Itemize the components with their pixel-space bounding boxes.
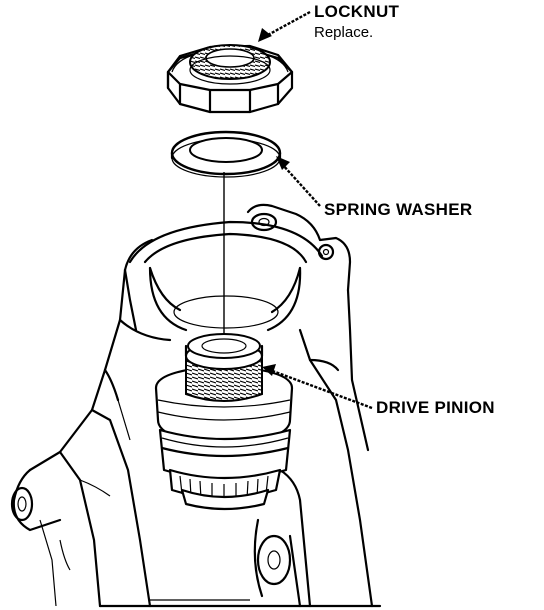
spring-washer-arrow <box>276 156 321 207</box>
drive-pinion-label: DRIVE PINION <box>376 398 495 417</box>
transmission-housing <box>10 203 382 608</box>
locknut-label: LOCKNUT <box>314 2 400 21</box>
locknut-part <box>166 44 294 114</box>
spring-washer-part <box>170 130 282 178</box>
locknut-replace-note: Replace. <box>314 24 374 41</box>
drive-pinion-part <box>154 333 294 511</box>
locknut-arrow <box>258 10 311 42</box>
spring-washer-label: SPRING WASHER <box>324 200 473 219</box>
drive-pinion-arrow <box>262 364 373 410</box>
